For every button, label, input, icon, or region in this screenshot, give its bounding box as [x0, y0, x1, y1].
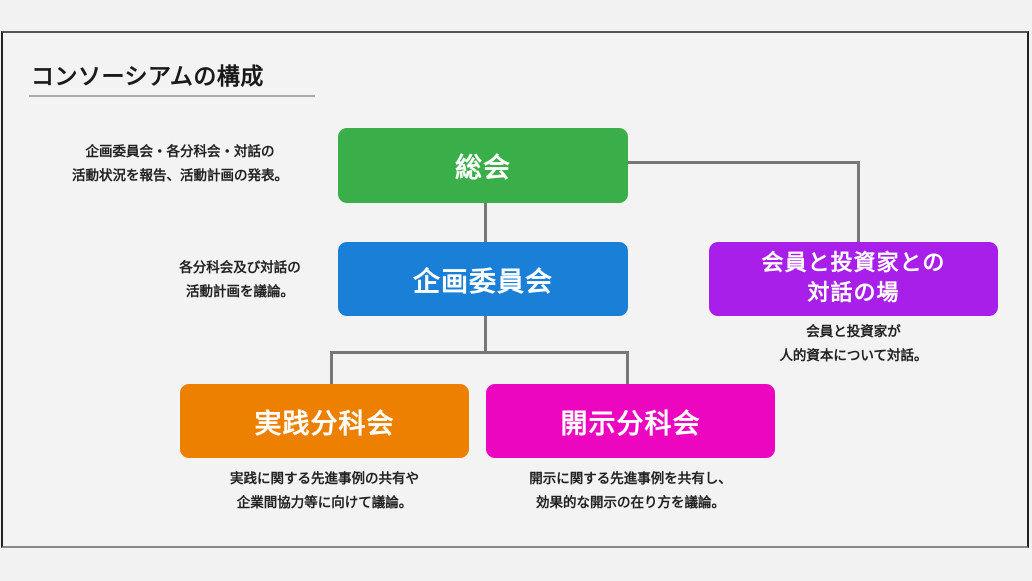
planning-committee-description: 各分科会及び対話の 活動計画を議論。 — [150, 256, 330, 304]
page-title: コンソーシアムの構成 — [31, 64, 264, 90]
desc-line: 企画委員会・各分科会・対話の — [85, 144, 275, 160]
desc-line: 効果的な開示の在り方を議論。 — [536, 495, 725, 511]
desc-line: 活動状況を報告、活動計画の発表。 — [72, 168, 288, 184]
desc-line: 各分科会及び対話の — [179, 260, 301, 276]
desc-line: 会員と投資家が — [806, 324, 901, 340]
general-meeting-description: 企画委員会・各分科会・対話の 活動状況を報告、活動計画の発表。 — [40, 140, 320, 188]
desc-line: 人的資本について対話。 — [779, 348, 928, 364]
node-disclosure-subcommittee: 開示分科会 — [486, 384, 775, 458]
connector-planning-down — [484, 315, 487, 353]
connector-branch-h — [330, 351, 629, 354]
node-practice-label: 実践分科会 — [254, 408, 395, 440]
desc-line: 実践に関する先進事例の共有や — [230, 471, 419, 487]
node-practice-subcommittee: 実践分科会 — [180, 384, 469, 458]
connector-branch-disclosure — [626, 351, 629, 385]
dialogue-description: 会員と投資家が 人的資本について対話。 — [709, 320, 998, 368]
connector-general-to-dialogue-v — [857, 161, 860, 243]
node-dialogue-label-line: 会員と投資家との — [761, 251, 946, 276]
connector-branch-practice — [330, 351, 333, 385]
node-general-meeting: 総会 — [338, 128, 628, 203]
title-underline — [29, 95, 315, 97]
desc-line: 企業間協力等に向けて議論。 — [236, 495, 413, 511]
node-dialogue: 会員と投資家との 対話の場 — [709, 242, 998, 316]
node-planning-committee-label: 企画委員会 — [413, 266, 553, 298]
node-dialogue-label-line: 対話の場 — [807, 281, 900, 306]
connector-general-to-planning — [484, 202, 487, 243]
desc-line: 活動計画を議論。 — [186, 284, 294, 300]
node-planning-committee: 企画委員会 — [338, 242, 628, 316]
desc-line: 開示に関する先進事例を共有し、 — [529, 471, 732, 487]
disclosure-description: 開示に関する先進事例を共有し、 効果的な開示の在り方を議論。 — [486, 467, 775, 515]
node-disclosure-label: 開示分科会 — [560, 408, 701, 440]
practice-description: 実践に関する先進事例の共有や 企業間協力等に向けて議論。 — [180, 467, 469, 515]
node-general-meeting-label: 総会 — [455, 153, 511, 184]
connector-general-to-dialogue-h — [627, 161, 860, 164]
